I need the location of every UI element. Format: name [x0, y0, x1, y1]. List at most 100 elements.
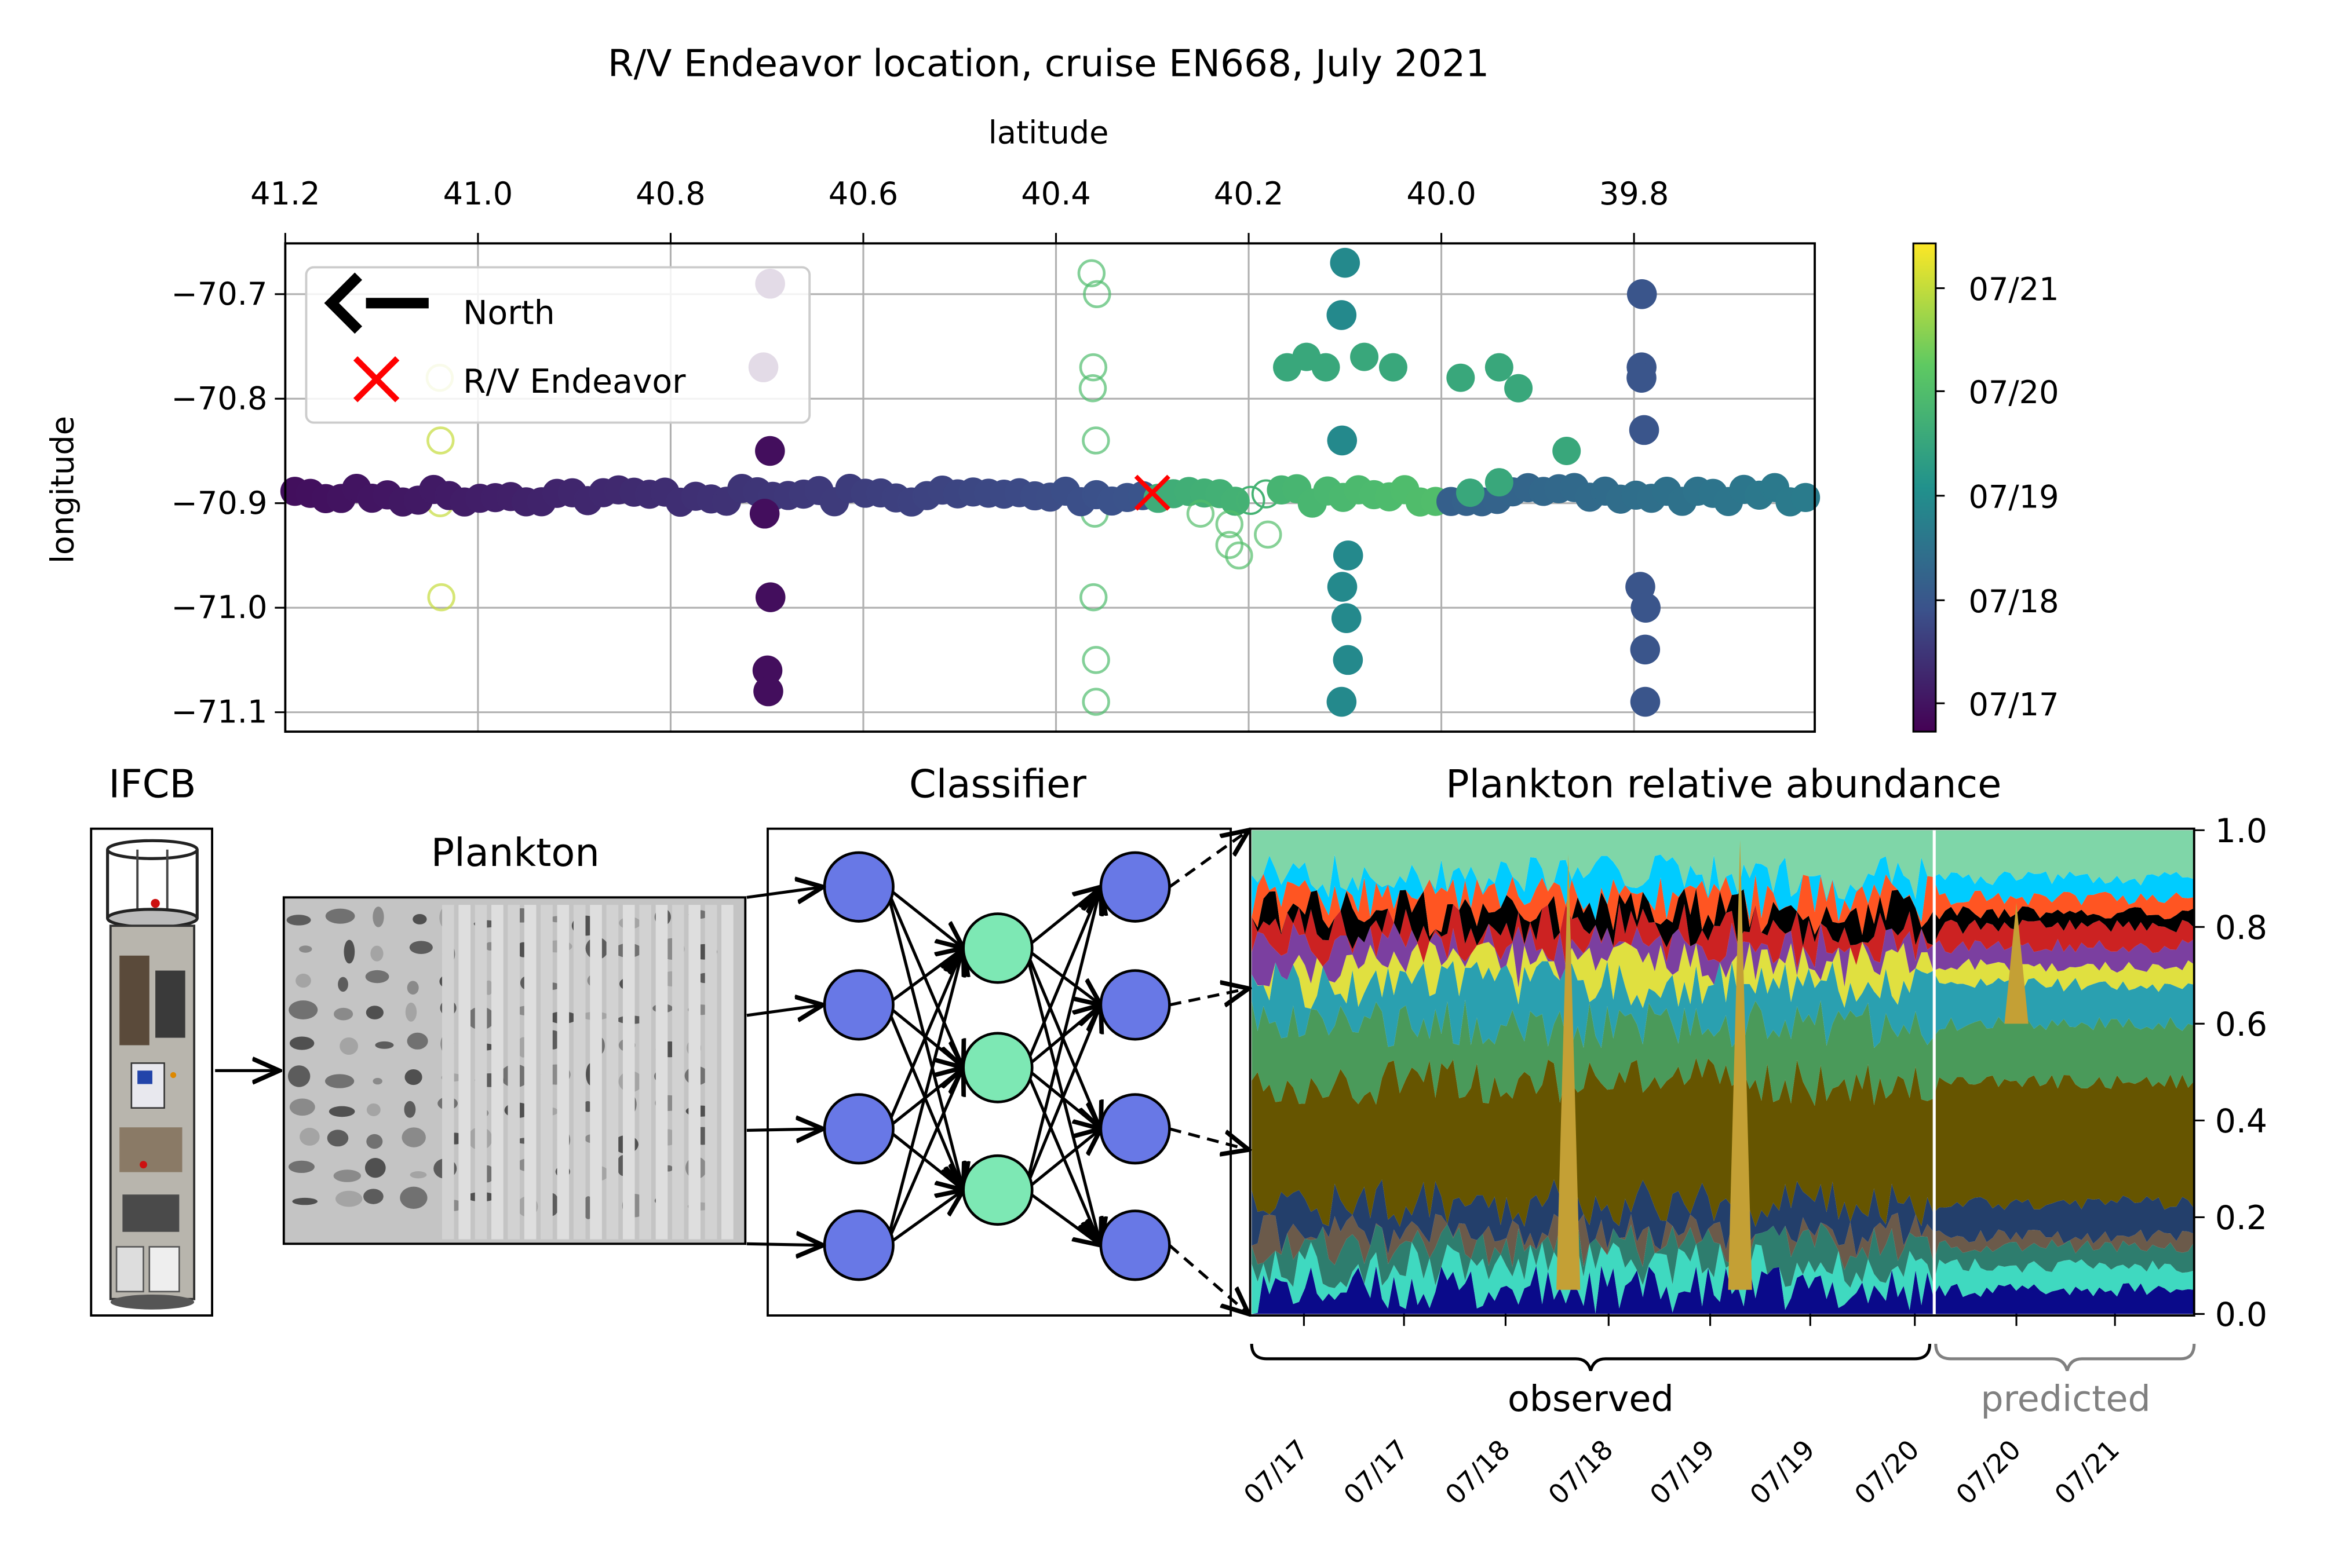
map-x-tick-label: 40.8: [636, 176, 706, 212]
abundance-x-tick-label: 07/18: [1542, 1434, 1619, 1511]
map-point: [1331, 603, 1362, 633]
map-y-ticks: −70.7−70.8−70.9−71.0−71.1: [172, 276, 286, 730]
hidden-node: [962, 1032, 1034, 1103]
plankton-image: [338, 977, 348, 992]
input-arrow: [746, 1005, 823, 1015]
map-point: [1630, 634, 1661, 665]
north-arrow-icon: [324, 272, 429, 334]
colorbar-tick-label: 07/21: [1969, 271, 2059, 308]
plankton-image: [409, 941, 433, 954]
network-edge: [1024, 887, 1100, 1069]
plankton-image: [639, 905, 651, 1240]
network-edge: [1024, 1189, 1100, 1245]
plankton-label: Plankton: [431, 830, 600, 875]
input-node: [823, 1093, 895, 1165]
map-point: [1225, 541, 1253, 570]
map-point: [1504, 374, 1533, 403]
abundance-y-tick-label: 0.4: [2215, 1102, 2267, 1141]
abundance-panel: Plankton relative abundance 0.00.20.40.6…: [1238, 762, 2267, 1511]
map-point: [1327, 572, 1358, 602]
map-point: [1350, 342, 1379, 371]
plankton-image: [324, 1074, 355, 1088]
map-point: [749, 498, 780, 529]
abundance-areas: [1252, 830, 2194, 1314]
map-y-tick-label: −70.8: [172, 380, 268, 416]
map-y-tick-label: −71.0: [172, 589, 268, 626]
abundance-x-tick-label: 07/18: [1439, 1434, 1516, 1511]
plankton-image: [289, 1000, 318, 1019]
colorbar: 07/21 07/20 07/19 07/18 07/17: [1912, 242, 2059, 733]
abundance-x-tick-label: 07/17: [1238, 1434, 1315, 1511]
output-node: [1099, 851, 1171, 923]
plankton-image: [721, 905, 734, 1240]
map-point: [1311, 353, 1340, 382]
ifcb-panel: IFCB: [90, 762, 279, 1317]
plankton-image: [705, 905, 717, 1240]
plankton-image: [366, 1103, 381, 1117]
map-point: [1455, 478, 1484, 507]
abundance-series-area: [1252, 1058, 2194, 1227]
plankton-image: [333, 1169, 362, 1182]
plankton-image: [344, 940, 355, 964]
plankton-image: [289, 1036, 315, 1050]
plankton-image: [289, 1098, 315, 1116]
map-ylabel: longitude: [44, 416, 81, 564]
map-point: [753, 676, 783, 707]
output-node: [1099, 969, 1171, 1041]
plankton-image: [373, 907, 384, 927]
predicted-label: predicted: [1980, 1378, 2150, 1420]
output-node: [1099, 1093, 1171, 1165]
plankton-image: [508, 905, 520, 1240]
map-point: [427, 583, 455, 612]
map-x-tick-label: 39.8: [1599, 176, 1669, 212]
abundance-x-tick-label: 07/19: [1744, 1434, 1821, 1511]
plankton-image: [475, 905, 487, 1240]
ifcb-label: IFCB: [108, 762, 196, 807]
abundance-x-tick-label: 07/21: [2049, 1434, 2126, 1511]
plankton-image: [402, 1127, 426, 1147]
plankton-image: [329, 1106, 355, 1117]
plankton-image: [400, 1186, 428, 1209]
map-point: [1626, 363, 1657, 393]
plankton-image: [370, 945, 384, 962]
map-point: [426, 426, 455, 455]
map-point: [1077, 259, 1106, 287]
abundance-series-area: [1252, 888, 2194, 949]
map-point: [1082, 646, 1110, 674]
output-arrow: [1168, 830, 1249, 889]
map-point: [1220, 487, 1250, 516]
vessel-marker: [1134, 474, 1170, 511]
abundance-series-area: [1252, 1179, 2194, 1259]
map-point: [1215, 531, 1244, 560]
plankton-image: [327, 1130, 349, 1147]
map-y-tick-label: −70.9: [172, 485, 268, 521]
map-point: [1079, 583, 1108, 612]
plankton-image: [672, 905, 684, 1240]
abundance-series-area: [1252, 922, 2194, 988]
map-point: [1254, 520, 1282, 549]
map-x-tick-label: 41.0: [443, 176, 513, 212]
colorbar-tick-label: 07/18: [1969, 583, 2059, 620]
plankton-image: [688, 905, 701, 1240]
plankton-image: [410, 1171, 427, 1179]
abundance-y-ticks: 0.00.20.40.60.81.0: [2194, 812, 2267, 1334]
map-point: [1327, 425, 1358, 456]
map-legend: North R/V Endeavor: [305, 266, 811, 424]
output-node: [1099, 1209, 1171, 1281]
plankton-panel: Plankton: [282, 830, 747, 1245]
map-point: [1083, 280, 1111, 309]
network-edge: [1023, 887, 1100, 1191]
input-arrow: [746, 1129, 823, 1131]
network-io-arrows: [746, 830, 1249, 1314]
plankton-image: [300, 1128, 320, 1146]
plankton-image: [366, 1134, 383, 1149]
legend-north-label: North: [463, 294, 555, 332]
map-point: [1186, 499, 1215, 528]
map-point: [1790, 483, 1821, 513]
map-point: [1629, 415, 1659, 445]
abundance-series-area: [1252, 1000, 2194, 1106]
network-edge: [1024, 1067, 1100, 1245]
plankton-image: [442, 905, 454, 1240]
abundance-spike: [2004, 902, 2029, 1024]
map-point: [1484, 468, 1513, 497]
